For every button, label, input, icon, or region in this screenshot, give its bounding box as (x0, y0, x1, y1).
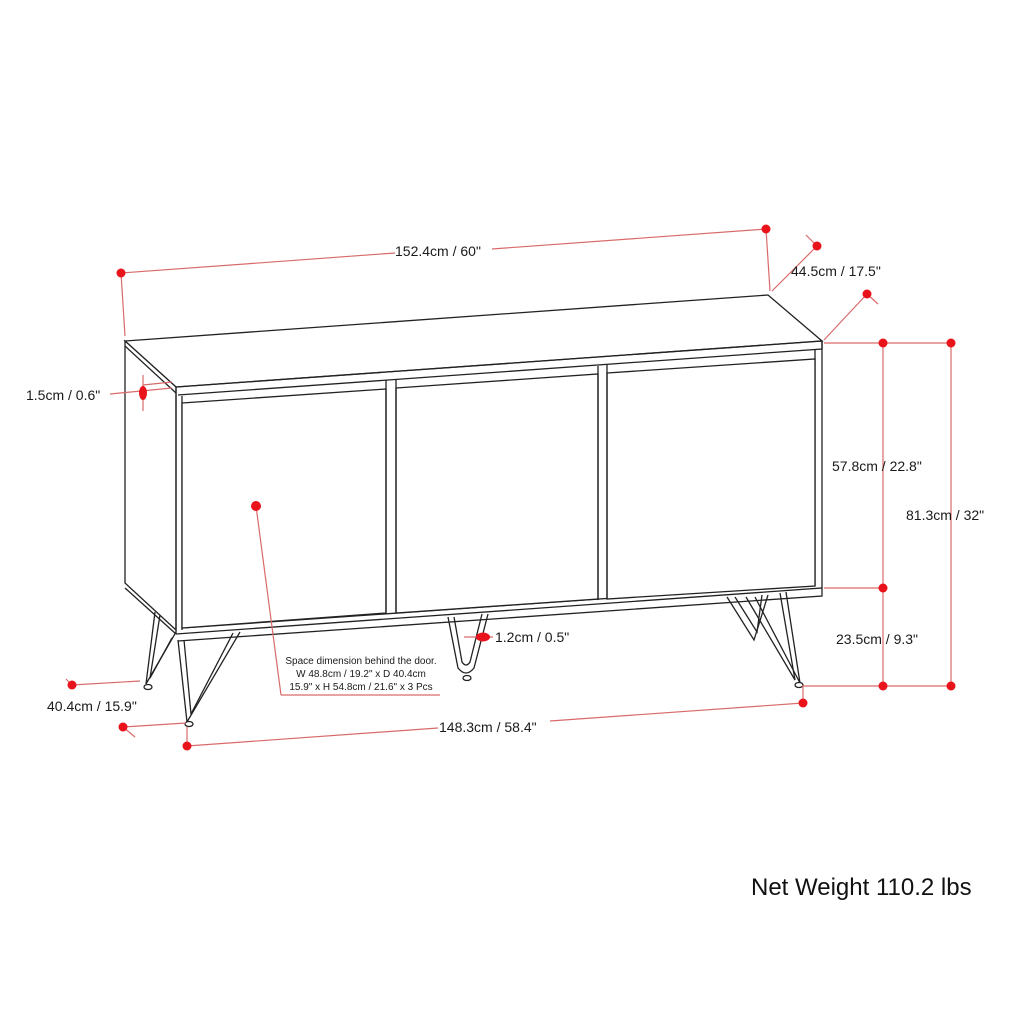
sideboard-drawing (123, 294, 824, 728)
depth-label: 44.5cm / 17.5" (791, 263, 881, 279)
leg-height-label: 23.5cm / 9.3" (836, 631, 919, 647)
door-left (181, 388, 387, 629)
leg-right (726, 591, 804, 689)
leg-back-left (143, 611, 177, 691)
leg-front-left (177, 631, 241, 728)
top-thickness-label: 1.5cm / 0.6" (26, 387, 101, 403)
overall-height-label: 81.3cm / 32" (906, 507, 985, 523)
dimension-dots (67, 224, 956, 751)
interior-note-line-2: W 48.8cm / 19.2" x D 40.4cm (296, 669, 426, 680)
overall-width-label: 152.4cm / 60" (395, 243, 481, 259)
interior-note-line-3: 15.9" x H 54.8cm / 21.6" x 3 Pcs (289, 682, 433, 693)
net-weight-label: Net Weight 110.2 lbs (751, 874, 972, 901)
leg-thickness-label: 1.2cm / 0.5" (495, 629, 570, 645)
interior-space-note: Space dimension behind the door. W 48.8c… (281, 655, 441, 694)
door-right (606, 358, 816, 600)
dimension-lines (65, 228, 952, 747)
door-center (395, 373, 599, 614)
leg-center (447, 613, 489, 682)
interior-note-line-1: Space dimension behind the door. (285, 656, 437, 667)
leg-span-width-label: 148.3cm / 58.4" (439, 719, 537, 735)
cabinet-height-label: 57.8cm / 22.8" (832, 458, 922, 474)
leg-depth-label: 40.4cm / 15.9" (47, 698, 137, 714)
